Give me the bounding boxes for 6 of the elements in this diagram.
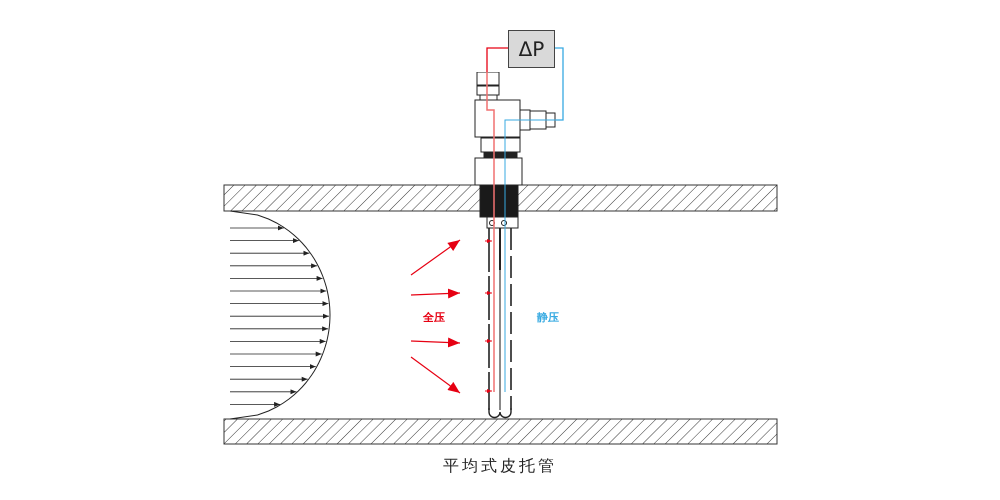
tube-line [486,47,508,72]
caption: 平均式皮托管 [443,456,557,477]
pressure-label: 全压 [423,310,445,325]
instrument-box: ΔP [508,30,555,68]
pressure-label: 静压 [537,310,559,325]
tube-line [555,47,564,121]
